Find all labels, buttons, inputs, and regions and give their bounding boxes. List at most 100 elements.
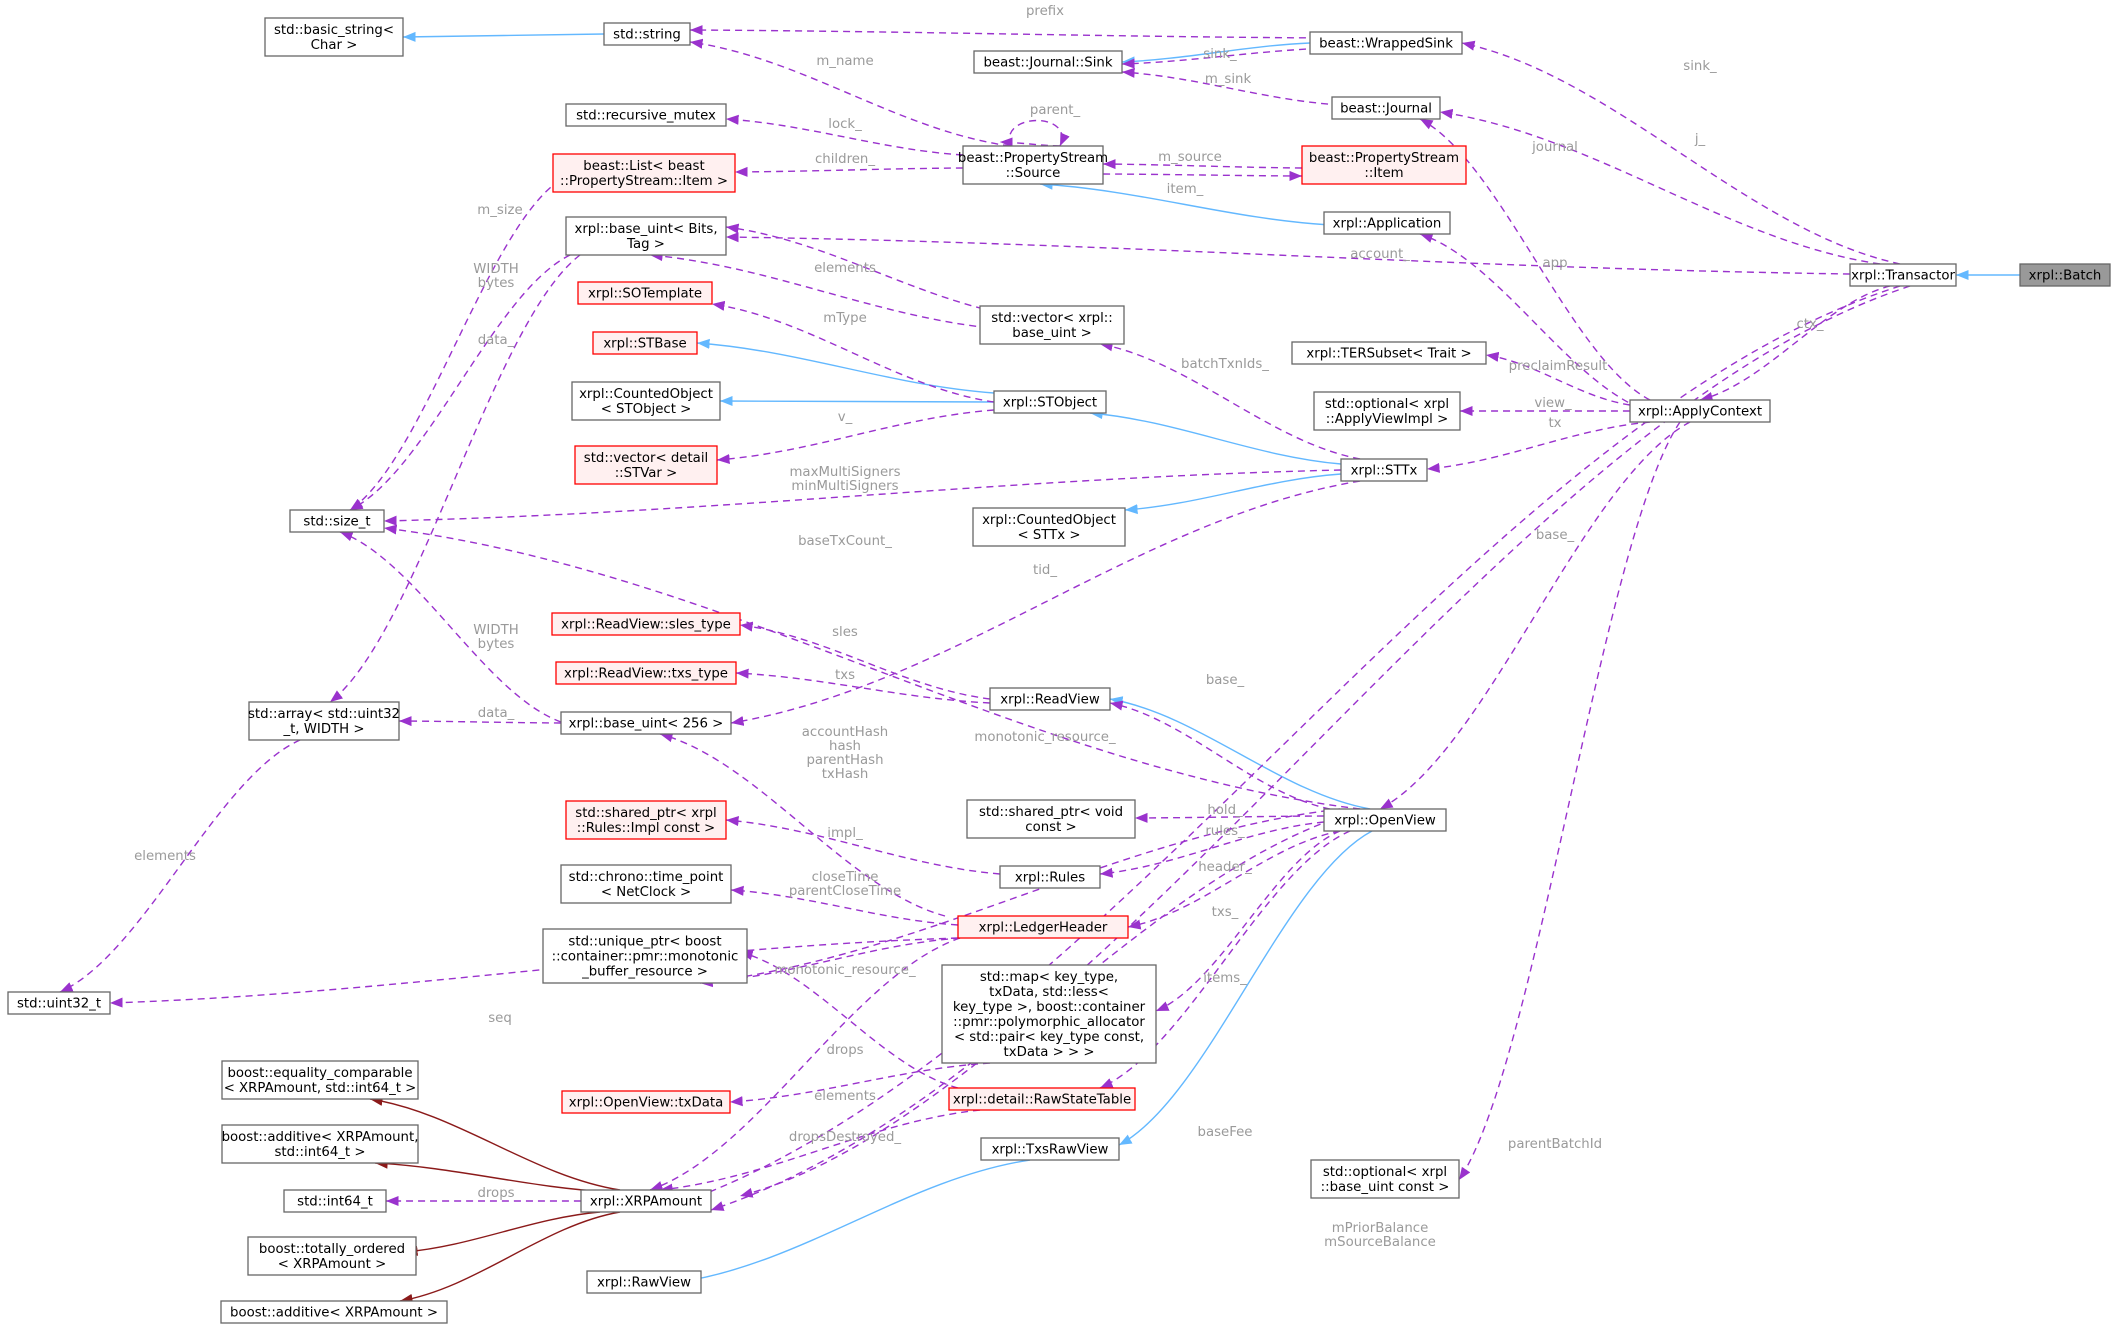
edge-label-m_name: m_name [816,54,873,69]
class-node-vector-stvar[interactable]: std::vector< detail::STVar > [574,445,718,485]
class-node-txdata[interactable]: xrpl::OpenView::txData [561,1090,731,1114]
class-node-array-uint32[interactable]: std::array< std::uint32_t, WIDTH > [248,701,400,741]
class-node-label: xrpl::LedgerHeader [979,921,1108,936]
class-node-apply-context[interactable]: xrpl::ApplyContext [1629,399,1771,423]
class-node-raw-state-table[interactable]: xrpl::detail::RawStateTable [948,1087,1136,1111]
class-node-box [999,865,1101,889]
class-node-string[interactable]: std::string [603,22,691,46]
class-node-counted-sttx[interactable]: xrpl::CountedObject< STTx > [972,507,1126,547]
class-node-shared-rules-impl[interactable]: std::shared_ptr< xrpl::Rules::Impl const… [565,800,727,840]
class-node-stobject[interactable]: xrpl::STObject [993,390,1107,414]
class-node-stbase[interactable]: xrpl::STBase [592,331,698,355]
edge-label-view: view_ [1534,396,1572,411]
class-node-xrpamount[interactable]: xrpl::XRPAmount [580,1189,712,1213]
class-node-additive-xrp[interactable]: boost::additive< XRPAmount > [220,1300,448,1324]
edge-label-sink_ws: sink_ [1203,47,1237,62]
class-node-readview[interactable]: xrpl::ReadView [989,687,1111,711]
class-node-vector-base-uint[interactable]: std::vector< xrpl::base_uint > [979,305,1125,345]
class-node-time-point[interactable]: std::chrono::time_point< NetClock > [560,864,732,904]
class-node-box [1629,399,1771,423]
class-node-box [565,103,727,127]
class-node-eq-comparable[interactable]: boost::equality_comparable< XRPAmount, s… [221,1060,419,1100]
edge-label-rules: rules_ [1205,824,1245,839]
class-node-label: xrpl::SOTemplate [588,287,702,302]
class-node-base-uint-bits[interactable]: xrpl::base_uint< Bits,Tag > [565,216,727,256]
class-node-optional-base-uint[interactable]: std::optional< xrpl::base_uint const > [1310,1159,1460,1199]
usage-edge [329,254,581,703]
class-node-journal-sink[interactable]: beast::Journal::Sink [973,50,1123,74]
class-node-uint32-t[interactable]: std::uint32_t [7,991,111,1015]
edge-label-txs_ov: txs_ [1212,905,1239,920]
class-node-ps-item[interactable]: beast::PropertyStream::Item [1301,145,1467,185]
class-node-box [283,1189,387,1213]
usage-edge [725,114,964,156]
class-node-box [1340,458,1428,482]
class-node-box [1313,391,1461,431]
class-node-additive-int64[interactable]: boost::additive< XRPAmount,std::int64_t … [221,1124,419,1164]
class-node-batch[interactable]: xrpl::Batch [2019,263,2111,287]
class-node-box [941,964,1157,1064]
usage-edge [1102,159,1303,170]
class-node-size-t[interactable]: std::size_t [289,509,385,533]
class-node-journal[interactable]: beast::Journal [1331,96,1441,120]
class-node-box [989,687,1111,711]
class-node-base-uint-256[interactable]: xrpl::base_uint< 256 > [560,711,732,735]
class-node-txs-raw-view[interactable]: xrpl::TxsRawView [980,1137,1120,1161]
class-node-counted-stobject[interactable]: xrpl::CountedObject< STObject > [571,381,721,421]
class-node-transactor[interactable]: xrpl::Transactor [1849,263,1957,287]
class-node-application[interactable]: xrpl::Application [1323,211,1451,235]
class-node-optional-applyview[interactable]: std::optional< xrpl::ApplyViewImpl > [1313,391,1461,431]
edge-label-m_source: m_source [1158,150,1222,165]
class-node-label: xrpl::STTx [1351,464,1418,479]
class-node-sotemplate[interactable]: xrpl::SOTemplate [577,281,713,305]
private-edge [399,1211,621,1304]
edge-label-j: j_ [1694,132,1706,147]
class-node-box [948,1087,1136,1111]
class-node-label: xrpl::CountedObject< STTx > [982,513,1116,543]
edge-label-drops_1: drops [826,1043,863,1058]
usage-edge [1099,821,1325,878]
edge-label-journal: journal [1531,140,1578,155]
edge-label-data_2: data_ [478,706,515,721]
class-node-box [957,915,1129,939]
inherit-edge [696,338,995,394]
class-node-box [289,509,385,533]
usage-edge [649,937,961,1191]
class-node-label: xrpl::ReadView::sles_type [561,618,731,633]
usage-edge [1155,830,1341,1012]
class-node-ps-source[interactable]: beast::PropertyStream::Source [958,145,1108,185]
class-node-basic-string[interactable]: std::basic_string<Char > [264,17,404,57]
usage-edge [659,285,1901,1211]
edge-label-drops_2: drops [477,1186,514,1201]
class-node-label: xrpl::base_uint< 256 > [569,717,724,732]
class-node-label: xrpl::ApplyContext [1638,405,1762,420]
class-node-totally-ordered[interactable]: boost::totally_ordered< XRPAmount > [247,1236,417,1276]
class-node-sttx[interactable]: xrpl::STTx [1340,458,1428,482]
class-node-ledger-header[interactable]: xrpl::LedgerHeader [957,915,1129,939]
class-node-box [1323,211,1451,235]
class-node-label: xrpl::Application [1333,217,1442,232]
class-node-std-map[interactable]: std::map< key_type,txData, std::less<key… [941,964,1157,1064]
class-node-int64-t[interactable]: std::int64_t [283,1189,387,1213]
class-node-list-item[interactable]: beast::List< beast::PropertyStream::Item… [552,153,736,193]
class-node-txs-type[interactable]: xrpl::ReadView::txs_type [555,661,737,685]
edge-label-base_ac: base_ [1536,528,1575,543]
class-node-rawview[interactable]: xrpl::RawView [586,1270,702,1294]
usage-edge [649,251,1001,330]
class-node-sles-type[interactable]: xrpl::ReadView::sles_type [551,612,741,636]
class-node-box [962,145,1104,185]
class-node-openview[interactable]: xrpl::OpenView [1323,808,1447,832]
inherit-edge [679,1159,1031,1286]
class-node-label: xrpl::Rules [1015,871,1085,886]
class-node-box [1331,96,1441,120]
class-node-box [220,1300,448,1324]
class-node-recursive-mutex[interactable]: std::recursive_mutex [565,103,727,127]
usage-edge [1419,118,1651,401]
edge-label-preclaim: preclaimResult [1509,359,1608,374]
class-node-wrapped-sink[interactable]: beast::WrappedSink [1309,31,1463,55]
class-node-rules[interactable]: xrpl::Rules [999,865,1101,889]
class-node-unique-ptr-boost[interactable]: std::unique_ptr< boost::container::pmr::… [542,928,748,984]
class-node-ter-subset[interactable]: xrpl::TERSubset< Trait > [1291,341,1487,365]
